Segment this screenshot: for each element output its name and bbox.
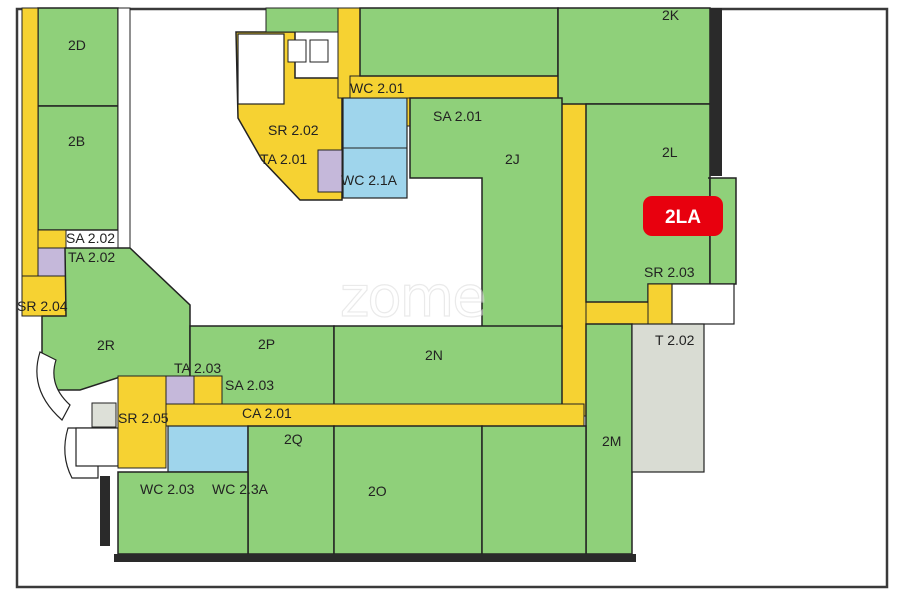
label-2K: 2K	[662, 7, 680, 23]
label-ca-2-01: CA 2.01	[242, 405, 292, 421]
wc-2-03-area[interactable]	[167, 425, 249, 473]
zone-2K[interactable]	[557, 7, 711, 105]
highlight-label: 2LA	[665, 207, 701, 228]
label-ta-2-03: TA 2.03	[174, 360, 221, 376]
stair-east	[671, 283, 735, 325]
corridor-sr-2-05	[117, 375, 167, 469]
zone-2O[interactable]	[333, 425, 483, 555]
label-2M: 2M	[602, 433, 621, 449]
stair-core	[237, 33, 285, 105]
south-facade	[114, 554, 636, 562]
label-sa-2-03: SA 2.03	[225, 377, 274, 393]
ta-2-03-box[interactable]	[165, 375, 195, 405]
lift-1	[287, 39, 307, 63]
label-2J: 2J	[505, 151, 520, 167]
lift-2	[309, 39, 329, 63]
label-2B: 2B	[68, 133, 85, 149]
label-wc-2-3a: WC 2.3A	[212, 481, 269, 497]
zone-2D[interactable]	[37, 7, 119, 107]
service-ta-2-02[interactable]	[37, 247, 67, 277]
watermark: zome	[340, 265, 485, 330]
west-facade-south	[100, 476, 110, 546]
label-sr-2-02: SR 2.02	[268, 122, 319, 138]
label-2O: 2O	[368, 483, 387, 499]
stair-left	[75, 427, 119, 467]
label-2Q: 2Q	[284, 431, 303, 447]
label-wc-2-01: WC 2.01	[350, 80, 405, 96]
corridor-right-vertical	[561, 75, 587, 417]
corridor-left-vertical	[21, 7, 39, 314]
label-sr-2-04: SR 2.04	[17, 298, 68, 314]
label-2N: 2N	[425, 347, 443, 363]
label-ta-2-01: TA 2.01	[260, 151, 307, 167]
courtyard-top-gap	[265, 7, 339, 33]
label-2D: 2D	[68, 37, 86, 53]
zone-2Q[interactable]	[247, 425, 335, 555]
label-wc-2-1a: WC 2.1A	[341, 172, 398, 188]
label-2L: 2L	[662, 144, 678, 160]
label-sa-2-02: SA 2.02	[66, 230, 115, 246]
zone-2R[interactable]	[41, 247, 191, 391]
left-wall-strip	[117, 7, 131, 249]
corridor-link-east	[585, 301, 649, 325]
east-facade-dark	[710, 8, 722, 176]
corridor-ca-2-01	[117, 403, 585, 427]
grey-service-left	[91, 402, 117, 428]
service-sa-2-02[interactable]	[37, 229, 67, 249]
zone-2N[interactable]	[333, 325, 563, 407]
label-wc-2-03: WC 2.03	[140, 481, 195, 497]
label-ta-2-02: TA 2.02	[68, 249, 115, 265]
ta-2-01-box[interactable]	[317, 149, 343, 193]
lobby-east	[631, 323, 705, 473]
zone-south-west[interactable]	[117, 471, 249, 555]
label-sr-2-03: SR 2.03	[644, 264, 695, 280]
stair-curved	[36, 351, 71, 421]
zone-2J-top[interactable]	[359, 7, 559, 77]
label-t-2-02: T 2.02	[655, 332, 695, 348]
sr-2-03-core[interactable]	[647, 283, 673, 325]
label-sa-2-01: SA 2.01	[433, 108, 482, 124]
label-2R: 2R	[97, 337, 115, 353]
sa-2-03-box[interactable]	[193, 375, 223, 405]
highlight-badge[interactable]	[643, 196, 723, 236]
label-sr-2-05: SR 2.05	[118, 410, 169, 426]
zone-2B[interactable]	[37, 105, 119, 231]
label-2P: 2P	[258, 336, 275, 352]
zone-2M-south[interactable]	[481, 425, 587, 555]
